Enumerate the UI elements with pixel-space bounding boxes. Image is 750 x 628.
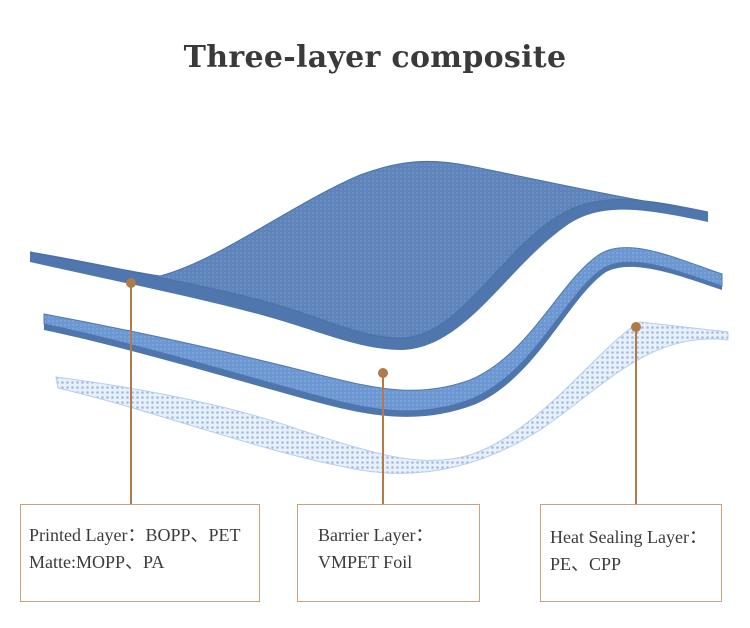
heat-sealing-layer-materials: PE、CPP	[550, 554, 622, 574]
barrier-layer	[43, 247, 723, 417]
printed-layer-label-box: Printed Layer：BOPP、PET Matte:MOPP、PA	[20, 504, 260, 602]
barrier-layer-materials: VMPET Foil	[318, 552, 413, 572]
heat-sealing-layer	[55, 321, 729, 474]
printed-layer	[29, 160, 709, 350]
barrier-layer-label: Barrier Layer：	[318, 525, 434, 545]
heat-sealing-layer-label: Heat Sealing Layer：	[550, 527, 707, 547]
heat-sealing-layer-label-box: Heat Sealing Layer： PE、CPP	[540, 504, 722, 602]
printed-layer-label: Printed Layer：BOPP、PET	[29, 525, 241, 545]
pointer-heat	[631, 322, 641, 504]
pointer-barrier	[378, 368, 388, 504]
pointer-printed	[126, 278, 136, 504]
barrier-layer-label-box: Barrier Layer： VMPET Foil	[297, 504, 480, 602]
printed-layer-materials: Matte:MOPP、PA	[29, 552, 165, 572]
page-title: Three-layer composite	[183, 40, 567, 75]
